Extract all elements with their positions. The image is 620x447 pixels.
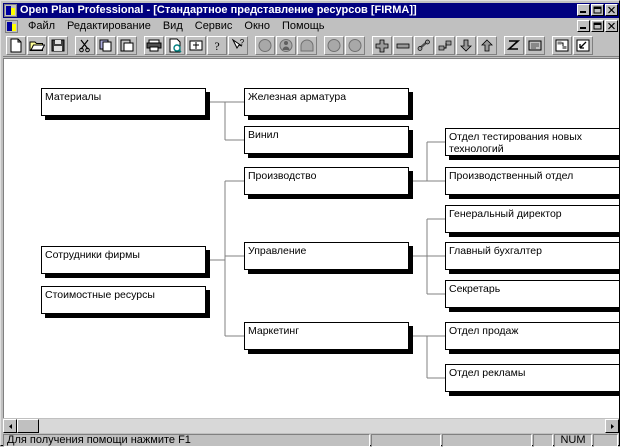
node-label: Генеральный директор [449,208,562,220]
status-pane-6 [593,434,618,447]
print-icon[interactable] [144,36,164,55]
help-question-icon[interactable]: ? [207,36,227,55]
node-materialy[interactable]: Материалы [41,88,206,116]
node-generalnyy-direktor[interactable]: Генеральный директор [445,205,619,233]
title-bar: Open Plan Professional - [Стандартное пр… [3,3,619,18]
node-label: Отдел рекламы [449,367,526,379]
save-disk-icon[interactable] [48,36,68,55]
menu-item-help[interactable]: Помощь [281,20,325,32]
node-otdel-reklamy[interactable]: Отдел рекламы [445,364,619,392]
restore-button[interactable] [591,4,604,16]
toolbar: ? ? [3,35,619,57]
node-label: Главный бухгалтер [449,245,542,257]
node-label: Стоимостные ресурсы [45,289,155,301]
menu-item-window[interactable]: Окно [244,20,270,32]
node-proizvodstvennyy-otdel[interactable]: Производственный отдел [445,167,619,195]
minimize-button[interactable] [577,4,590,16]
open-folder-icon[interactable] [27,36,47,55]
node-label: Отдел тестирования новых технологий [449,131,583,155]
svg-text:?: ? [214,39,219,53]
print-preview-icon[interactable] [165,36,185,55]
node-upravlenie[interactable]: Управление [244,242,409,270]
node-zheleznaya-armatura[interactable]: Железная арматура [244,88,409,116]
filled-circle-icon[interactable] [324,36,344,55]
scroll-left-arrow-icon[interactable] [3,419,17,433]
node-label: Отдел продаж [449,325,519,337]
node-label: Сотрудники фирмы [45,249,140,261]
connector-lines [206,101,445,379]
scroll-right-arrow-icon[interactable] [605,419,619,433]
add-plus-icon[interactable] [372,36,392,55]
window-controls [576,4,618,16]
zigzag-icon[interactable] [504,36,524,55]
node-label: Производственный отдел [449,170,574,182]
resource-circle-icon[interactable] [255,36,275,55]
mdi-close-button[interactable] [605,20,618,32]
node-sotrudniki-firmy[interactable]: Сотрудники фирмы [41,246,206,274]
new-file-icon[interactable] [6,36,26,55]
mdi-child-controls [576,20,618,32]
node-label: Винил [248,129,279,141]
menu-item-file[interactable]: Файл [28,20,56,32]
unlink-icon[interactable] [435,36,455,55]
node-vinil[interactable]: Винил [244,126,409,154]
node-label: Управление [248,245,307,257]
menu-item-edit[interactable]: Редактирование [67,20,151,32]
menu-item-service[interactable]: Сервис [194,20,233,32]
window-title: Open Plan Professional - [Стандартное пр… [20,4,417,16]
node-label: Материалы [45,91,102,103]
mdi-restore-button[interactable] [591,20,604,32]
document-icon[interactable] [5,20,18,33]
status-pane-3 [442,434,532,447]
node-label: Маркетинг [248,325,300,337]
scrollbar-track[interactable] [17,419,605,433]
node-marketing[interactable]: Маркетинг [244,322,409,350]
properties-icon[interactable] [186,36,206,55]
status-message: Для получения помощи нажмите F1 [3,434,370,447]
app-icon [4,4,17,17]
cut-scissors-icon[interactable] [75,36,95,55]
layout-icon[interactable] [552,36,572,55]
filled-circle-2-icon[interactable] [345,36,365,55]
node-label: Железная арматура [248,91,347,103]
resource-shape-icon[interactable] [297,36,317,55]
status-bar: Для получения помощи нажмите F1 NUM [3,434,619,447]
node-otdel-prodazh[interactable]: Отдел продаж [445,322,619,350]
link-icon[interactable] [414,36,434,55]
status-pane-2 [371,434,441,447]
paste-icon[interactable] [117,36,137,55]
copy-icon[interactable] [96,36,116,55]
node-label: Производство [248,170,317,182]
diagram-canvas[interactable]: Материалы Сотрудники фирмы Стоимостные р… [3,58,619,418]
node-label: Секретарь [449,283,501,295]
svg-text:?: ? [240,38,245,47]
move-down-icon[interactable] [456,36,476,55]
horizontal-scrollbar[interactable] [3,419,619,433]
resource-person-icon[interactable] [276,36,296,55]
node-proizvodstvo[interactable]: Производство [244,167,409,195]
mdi-minimize-button[interactable] [577,20,590,32]
status-pane-4 [533,434,553,447]
node-sekretar[interactable]: Секретарь [445,280,619,308]
scrollbar-thumb[interactable] [17,419,39,433]
status-num-indicator: NUM [554,434,592,447]
move-up-icon[interactable] [477,36,497,55]
remove-minus-icon[interactable] [393,36,413,55]
report-icon[interactable] [525,36,545,55]
fit-window-icon[interactable] [573,36,593,55]
node-stoimostnye-resursy[interactable]: Стоимостные ресурсы [41,286,206,314]
menu-item-view[interactable]: Вид [162,20,183,32]
close-button[interactable] [605,4,618,16]
node-otdel-testirovaniya[interactable]: Отдел тестирования новых технологий [445,128,619,156]
context-help-icon[interactable]: ? [228,36,248,55]
menu-bar: Файл Редактирование Вид Сервис Окно Помо… [3,19,619,34]
node-glavnyy-buhgalter[interactable]: Главный бухгалтер [445,242,619,270]
